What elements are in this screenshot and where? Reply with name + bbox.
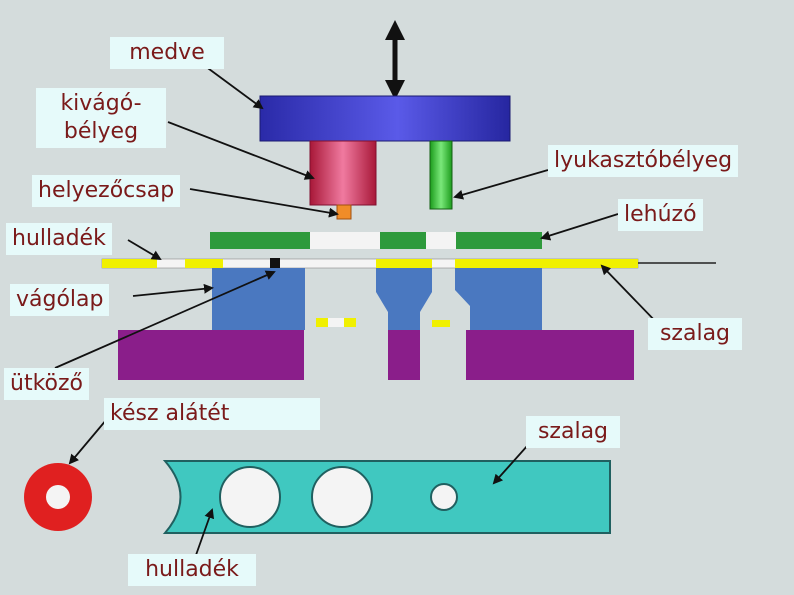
blanking-punch: [309, 140, 377, 206]
metal-strip: [101, 258, 716, 269]
leader-medve: [204, 65, 264, 110]
leader-hulladek-top: [127, 239, 162, 261]
label-szalag-bottom: szalag: [526, 416, 620, 448]
leader-lines: [54, 65, 661, 556]
leader-helyezocsap: [189, 188, 339, 218]
leader-lyukaszto: [453, 169, 549, 200]
leader-szalag-right: [600, 264, 661, 327]
die-holder: [118, 330, 634, 380]
falling-slug: [432, 320, 450, 327]
label-utkozo: ütköző: [4, 368, 89, 400]
label-kesz-alatet: kész alátét: [104, 398, 320, 430]
label-helyezocsap: helyezőcsap: [32, 175, 181, 207]
leader-hulladek-bottom: [195, 508, 215, 556]
label-szalag-right: szalag: [648, 318, 742, 350]
label-kivago-line2: bélyeg: [63, 119, 139, 144]
label-lyukasztobelyeg: lyukasztóbélyeg: [548, 145, 739, 177]
leader-szalag-bottom: [492, 444, 529, 485]
pilot-pin: [336, 204, 352, 220]
leader-vagolap: [132, 283, 214, 297]
motion-arrow-icon: [385, 20, 405, 100]
leader-kivago: [167, 121, 315, 180]
leader-utkozo: [54, 270, 276, 369]
label-kivago-line1: kivágó-: [60, 91, 142, 116]
leader-lehuzo: [540, 213, 619, 241]
piercing-punch: [429, 140, 453, 210]
label-medve: medve: [110, 37, 224, 69]
die-plate: [212, 268, 542, 330]
scrap-strip: [162, 460, 611, 534]
label-kivago-belyeg: kivágó- bélyeg: [36, 88, 166, 148]
label-hulladek-top: hulladék: [6, 223, 112, 255]
finished-washer: [24, 463, 92, 531]
stripper-plate: [210, 232, 542, 249]
label-vagolap: vágólap: [10, 284, 110, 316]
ram-block: [259, 95, 511, 142]
falling-blank: [316, 318, 356, 327]
label-hulladek-bottom: hulladék: [128, 554, 256, 586]
label-lehuzo: lehúzó: [618, 199, 703, 231]
